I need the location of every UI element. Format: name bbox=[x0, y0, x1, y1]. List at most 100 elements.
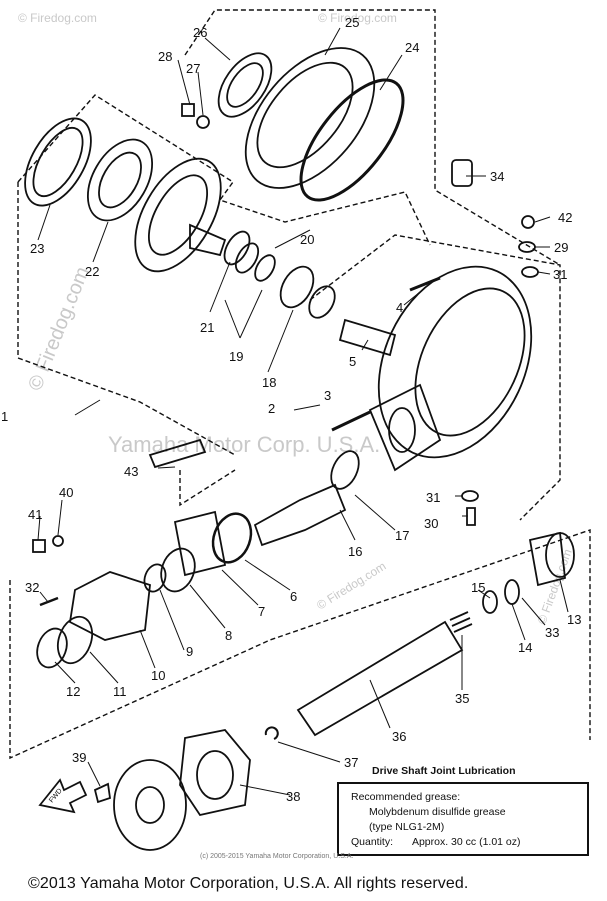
callout-2: 2 bbox=[268, 401, 275, 416]
watermark-vertical-left: © Firedog.com bbox=[24, 264, 94, 394]
part-18-bearing bbox=[279, 265, 315, 309]
part-9-seal bbox=[143, 563, 167, 593]
part-26-inner bbox=[226, 62, 264, 108]
callout-36: 36 bbox=[392, 729, 406, 744]
callout-14: 14 bbox=[518, 640, 532, 655]
callout-35: 35 bbox=[455, 691, 469, 706]
watermark-lower-right: © Firedog.com bbox=[314, 559, 388, 613]
callout-22: 22 bbox=[85, 264, 99, 279]
part-ring-gear-inner bbox=[147, 174, 209, 256]
small-copyright: (c) 2005-2015 Yamaha Motor Corporation, … bbox=[200, 853, 354, 860]
part-36-drive-shaft bbox=[296, 620, 464, 737]
part-34-cap bbox=[451, 159, 473, 187]
part-8-bearing bbox=[160, 547, 196, 593]
watermark-corner-tr: © Firedog.com bbox=[318, 11, 397, 25]
callout-17: 17 bbox=[395, 528, 409, 543]
part-29-washer bbox=[518, 241, 536, 253]
part-6-o-ring bbox=[211, 512, 253, 564]
part-41-nut bbox=[32, 539, 46, 553]
callout-13: 13 bbox=[567, 612, 581, 627]
part-23-oil-seal bbox=[24, 117, 92, 207]
lubrication-box: Recommended grease: Molybdenum disulfide… bbox=[337, 782, 589, 856]
callout-18: 18 bbox=[262, 375, 276, 390]
lubrication-line2: Molybdenum disulfide grease bbox=[369, 806, 506, 818]
callout-38: 38 bbox=[286, 789, 300, 804]
callout-31b: 31 bbox=[426, 490, 440, 505]
part-30-bolt bbox=[466, 507, 476, 526]
part-25-hub-inner bbox=[256, 61, 354, 169]
part-13-body bbox=[528, 531, 566, 587]
part-final-flange bbox=[113, 759, 187, 851]
part-27-washer bbox=[196, 115, 210, 129]
group-outline-case bbox=[309, 234, 561, 521]
part-19-shim bbox=[234, 242, 260, 274]
group-outline-43 bbox=[179, 469, 236, 507]
callout-20: 20 bbox=[300, 232, 314, 247]
part-2-case-bore bbox=[388, 407, 416, 453]
part-24-o-ring bbox=[299, 78, 405, 202]
callout-31: 31 bbox=[553, 267, 567, 282]
callout-23: 23 bbox=[30, 241, 44, 256]
callout-26: 26 bbox=[193, 25, 207, 40]
callout-3: 3 bbox=[324, 388, 331, 403]
callout-40: 40 bbox=[59, 485, 73, 500]
callout-28: 28 bbox=[158, 49, 172, 64]
part-21-bushing bbox=[223, 230, 251, 266]
part-ring-gear bbox=[134, 157, 222, 273]
part-16-pinion bbox=[253, 483, 347, 547]
callout-41: 41 bbox=[28, 507, 42, 522]
watermark-center: Yamaha Motor Corp. U.S.A. bbox=[108, 432, 380, 457]
part-14-ring bbox=[504, 579, 520, 605]
callout-29: 29 bbox=[554, 240, 568, 255]
watermark-corner-tl: © Firedog.com bbox=[18, 11, 97, 25]
callout-24: 24 bbox=[405, 40, 419, 55]
callout-33: 33 bbox=[545, 625, 559, 640]
part-2-case bbox=[377, 265, 533, 459]
callout-5: 5 bbox=[349, 354, 356, 369]
part-2-case-flange bbox=[368, 383, 442, 472]
lubrication-line4: Quantity: Approx. 30 cc (1.01 oz) bbox=[351, 835, 587, 850]
callout-27: 27 bbox=[186, 61, 200, 76]
leader-lines bbox=[37, 27, 569, 796]
part-43-plate bbox=[148, 438, 207, 469]
part-4-stud bbox=[409, 276, 441, 292]
lubrication-line3: (type NLG1-2M) bbox=[369, 821, 445, 833]
part-10-bearing-housing bbox=[69, 571, 151, 641]
part-26-seal bbox=[217, 52, 273, 118]
part-3-stud bbox=[331, 410, 371, 432]
callout-25: 25 bbox=[345, 15, 359, 30]
lubrication-title: Drive Shaft Joint Lubrication bbox=[372, 765, 516, 777]
part-22-inner bbox=[98, 151, 142, 209]
group-outline-top bbox=[184, 9, 561, 266]
callout-1: 1 bbox=[1, 409, 8, 424]
part-15-nut bbox=[482, 590, 498, 614]
callout-39: 39 bbox=[72, 750, 86, 765]
part-38-universal-joint bbox=[179, 729, 251, 817]
part-ring-gear-hub bbox=[189, 223, 227, 257]
callout-42: 42 bbox=[558, 210, 572, 225]
part-31b-washer bbox=[461, 490, 479, 502]
callout-7: 7 bbox=[258, 604, 265, 619]
part-42-plug bbox=[521, 215, 535, 229]
group-outline-1-left bbox=[17, 182, 236, 456]
callout-37: 37 bbox=[344, 755, 358, 770]
callout-19: 19 bbox=[229, 349, 243, 364]
callout-43: 43 bbox=[124, 464, 138, 479]
lubrication-quantity-value: Approx. 30 cc (1.01 oz) bbox=[411, 836, 521, 848]
part-35-spring bbox=[449, 611, 473, 633]
part-22-bearing bbox=[86, 138, 154, 222]
callout-15: 15 bbox=[471, 580, 485, 595]
part-17-bearing bbox=[330, 450, 360, 490]
part-11-seal bbox=[56, 615, 94, 665]
part-37-circlip bbox=[264, 726, 279, 740]
fwd-arrow-icon bbox=[38, 778, 88, 814]
lubrication-line1: Recommended grease: bbox=[351, 791, 461, 803]
part-23-inner bbox=[32, 126, 84, 198]
part-31-washer bbox=[521, 266, 539, 278]
part-7-housing bbox=[173, 510, 227, 577]
callout-9: 9 bbox=[186, 644, 193, 659]
footer-copyright: ©2013 Yamaha Motor Corporation, U.S.A. A… bbox=[28, 875, 469, 892]
part-25-hub bbox=[244, 47, 376, 189]
part-40-washer bbox=[52, 535, 64, 547]
